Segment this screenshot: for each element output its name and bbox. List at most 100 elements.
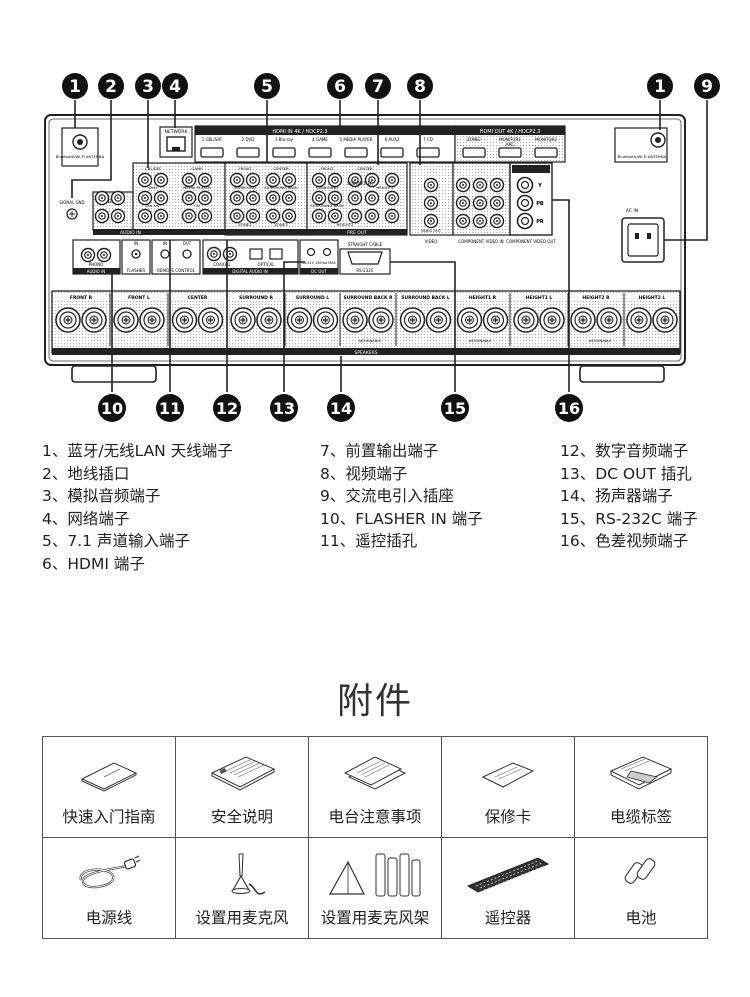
callout-number: 11 <box>159 399 181 418</box>
accessory-cell: 快速入门指南 <box>42 736 176 838</box>
hdmi-input-port <box>380 147 404 158</box>
component-channel-label: PB <box>536 201 544 207</box>
speaker-terminal <box>425 307 452 333</box>
callout-marker <box>407 73 433 99</box>
leader-lines <box>71 100 708 392</box>
speaker-terminal <box>456 307 483 333</box>
rca-jack <box>229 208 245 224</box>
rca-jack <box>265 208 281 224</box>
accessory-label: 设置用麦克风 <box>195 909 289 927</box>
rca-jack <box>110 190 126 206</box>
speaker-terminal <box>81 307 107 333</box>
component-in-jack <box>489 213 505 229</box>
signal-gnd: SIGNAL GND <box>59 200 85 220</box>
pre-out-label: HEIGHT2 <box>337 222 354 227</box>
component-in-jack <box>455 177 471 193</box>
speaker-label-bg <box>457 293 508 301</box>
lower-connectors: AUDIO IN PHONO IN FLASHER IN OUT REMOTE … <box>72 239 391 275</box>
rca-jack <box>245 208 261 224</box>
remote-control-icon <box>466 857 550 893</box>
safety-instructions-icon <box>210 756 276 791</box>
network-port: NETWORK <box>159 126 193 158</box>
rca-jack <box>137 208 153 224</box>
hdmi-input-port <box>272 147 296 158</box>
multi-in-label: FRONT <box>239 166 253 171</box>
callout-number: 3 <box>142 77 154 97</box>
video-block: VIDEO COMPONENT VIDEO IN COMPONENT VIDEO… <box>409 162 556 244</box>
legend-item: 11、遥控插孔 <box>320 532 418 550</box>
rca-jack <box>364 208 380 224</box>
speaker-channel-label: HEIGHT1 R <box>469 295 497 301</box>
speaker-label-bg <box>54 293 108 301</box>
rca-jack <box>245 190 261 206</box>
bt-antenna-right-text: Bluetooth/Wi-Fi ANTENNA <box>618 154 667 159</box>
multi-in-label: CENTER <box>273 166 289 171</box>
callout-marker <box>213 394 241 422</box>
phono-text: PHONO <box>89 262 104 267</box>
remote-out-text: OUT <box>183 241 192 246</box>
component-in-jack <box>489 177 505 193</box>
rca-jack <box>384 208 400 224</box>
dc-spec-text: DC12V 150mA MAX <box>302 261 336 265</box>
hdmi-output-label: MONITOR2 <box>535 137 557 142</box>
legend-item: 13、DC OUT 插孔 <box>560 464 692 483</box>
speaker-terminal <box>55 307 81 333</box>
pre-out-label: HEIGHT1 <box>377 185 394 190</box>
speaker-terminal <box>482 307 509 333</box>
component-in-jack <box>472 213 488 229</box>
legend-item: 8、视频端子 <box>320 464 408 483</box>
accessory-cell: 遥控器 <box>441 837 575 939</box>
speaker-terminal <box>539 307 565 333</box>
callout-marker <box>254 73 280 99</box>
speaker-channel-label: HEIGHT2 R <box>582 295 610 301</box>
arc-text: ARC <box>505 142 514 148</box>
hdmi-input-label: 5 MEDIA PLAYER <box>340 137 373 142</box>
accessory-label: 设置用麦克风架 <box>320 909 430 927</box>
network-text: NETWORK <box>164 129 188 135</box>
analog-input-label: CD <box>194 203 200 208</box>
ac-inlet: AC IN <box>621 208 665 263</box>
hdmi-output-port <box>498 147 522 158</box>
speaker-channel-label: FRONT R <box>70 295 93 301</box>
accessory-cell: 电源线 <box>42 837 176 939</box>
rca-jack <box>265 190 281 206</box>
component-channel-label: Y <box>537 183 542 189</box>
component-in-jack <box>472 195 488 211</box>
rca-jack <box>153 208 169 224</box>
accessory-label: 快速入门指南 <box>62 808 156 826</box>
rca-jack <box>197 190 213 206</box>
speaker-terminal <box>256 307 282 333</box>
accessory-label: 遥控器 <box>484 909 532 927</box>
callout-number: 8 <box>414 77 426 97</box>
accessory-cell: 保修卡 <box>441 736 575 838</box>
hdmi-input-port <box>236 147 260 158</box>
callout-number: 16 <box>558 399 580 418</box>
rca-jack <box>197 208 213 224</box>
hdmi-output-label: ZONE2 <box>467 137 481 142</box>
audio-in-text: AUDIO IN <box>120 230 141 236</box>
hdmi-output-port <box>462 147 486 158</box>
signal-gnd-text: SIGNAL GND <box>59 200 84 205</box>
assignable-text: ASSIGNABLE <box>359 339 382 343</box>
speaker-channel-label: SURROUND L <box>296 295 329 301</box>
hdmi-output-port <box>534 147 558 158</box>
optical-text: OPTICAL <box>258 262 276 267</box>
callout-marker <box>647 73 673 99</box>
speaker-label-bg <box>112 293 166 301</box>
component-in-jack <box>455 195 471 211</box>
assignable-text: ASSIGNABLE <box>589 339 612 343</box>
component-out-text: COMPONENT VIDEO OUT <box>506 239 556 244</box>
legend-item: 15、RS-232C 端子 <box>560 509 698 528</box>
component-in-jack <box>455 213 471 229</box>
cable-labels-icon <box>609 756 673 790</box>
speaker-terminal <box>570 307 596 333</box>
callout-number: 9 <box>701 77 713 97</box>
callout-marker <box>62 73 88 99</box>
legend-item: 12、数字音频端子 <box>560 442 689 460</box>
legend-item: 5、7.1 声道输入端子 <box>42 532 190 550</box>
speaker-terminal <box>342 307 368 333</box>
